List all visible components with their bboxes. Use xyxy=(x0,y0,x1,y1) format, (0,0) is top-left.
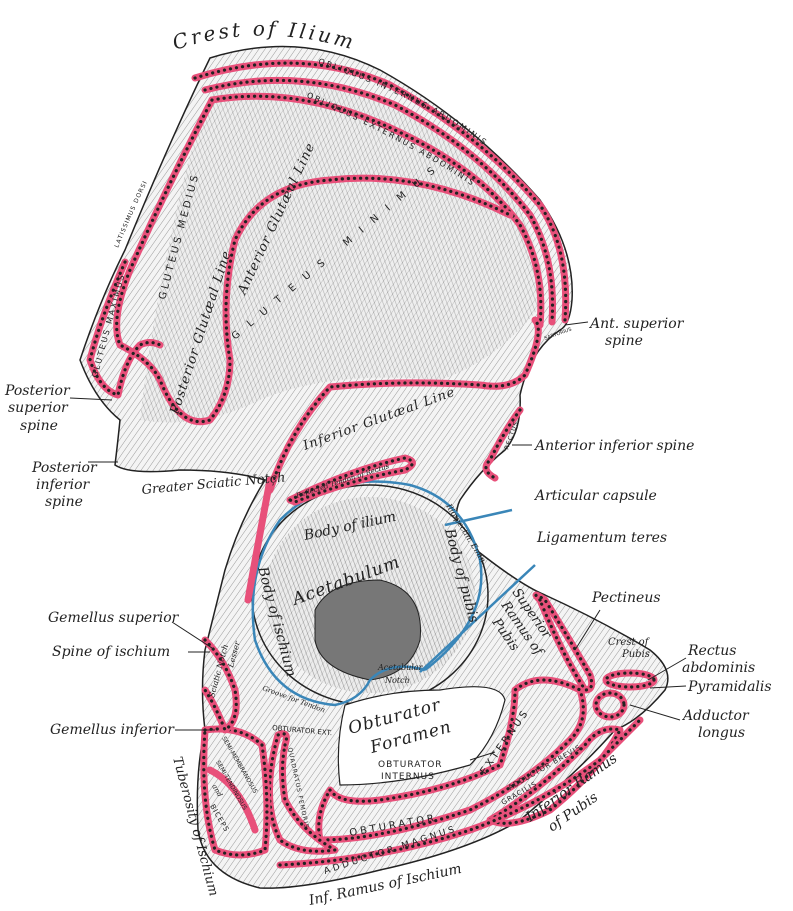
label-posterior-inferior-spine-2: inferior xyxy=(36,477,91,493)
label-posterior-inferior-spine-3: spine xyxy=(45,494,83,510)
obturator-foramen xyxy=(337,686,506,786)
label-gemellus-inferior: Gemellus inferior xyxy=(50,722,175,738)
label-anterior-inferior-spine: Anterior inferior spine xyxy=(533,438,694,454)
label-crest-of-pubis: Crest of xyxy=(608,637,651,648)
label-acetabular-notch-2: Notch xyxy=(384,676,410,685)
label-pyramidalis: Pyramidalis xyxy=(687,679,772,695)
label-gemellus-superior: Gemellus superior xyxy=(48,610,180,626)
label-rectus-abdominis: Rectus xyxy=(687,643,737,659)
muscle-attachments xyxy=(86,59,658,869)
acetabulum-capsule-line xyxy=(251,480,483,707)
gluteal-surface-shading xyxy=(140,79,545,423)
label-posterior-inferior-spine: Posterior xyxy=(31,460,98,476)
leader-lines xyxy=(69,321,687,761)
label-ligamentum-teres: Ligamentum teres xyxy=(536,530,667,546)
label-spine-of-ischium: Spine of ischium xyxy=(52,644,170,660)
label-articular-capsule: Articular capsule xyxy=(533,488,657,504)
label-pectineus: Pectineus xyxy=(591,590,661,606)
label-crest-of-pubis-2: Pubis xyxy=(621,649,650,660)
label-posterior-superior-spine-2: superior xyxy=(8,400,69,416)
label-adductor-longus: Adductor xyxy=(681,708,750,724)
label-obturator-internus: OBTURATOR xyxy=(378,760,443,770)
acetabular-fossa xyxy=(314,579,421,681)
label-ant-superior-spine-2: spine xyxy=(605,333,643,349)
label-ant-superior-spine: Ant. superior xyxy=(588,316,685,332)
label-obturator-internus-2: INTERNUS xyxy=(381,772,435,782)
articular-capsule-leader xyxy=(444,508,513,527)
label-adductor-longus-2: longus xyxy=(698,725,745,741)
ligamentum-teres-leader xyxy=(419,564,536,673)
label-posterior-superior-spine: Posterior xyxy=(4,383,71,399)
label-posterior-superior-spine-3: spine xyxy=(20,418,58,434)
label-acetabular-notch: Acetabular xyxy=(377,663,424,672)
label-rectus-abdominis-2: abdominis xyxy=(682,660,755,676)
